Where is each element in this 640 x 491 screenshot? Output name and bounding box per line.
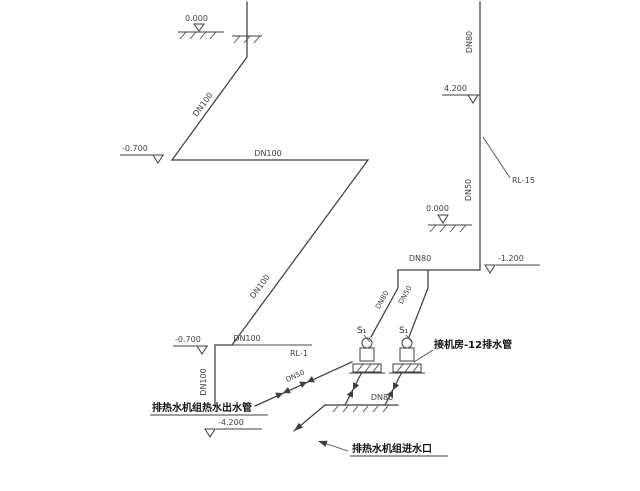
dn80-label-mid-header: DN80 <box>409 254 431 263</box>
gate-valve-icon <box>386 382 400 398</box>
pump1-tag-label: S₁ <box>357 326 367 336</box>
rl15-leader-line <box>482 136 511 179</box>
dn100-label-mid-horizontal: DN100 <box>254 149 281 158</box>
pump2-tag-label: S₁ <box>399 326 409 336</box>
ground-symbol-top-left <box>178 23 224 40</box>
text-labels: 0.000 DN100 -0.700 DN100 DN100 -0.700 DN… <box>122 14 535 455</box>
outlet-pipe-label: 排热水机组热水出水管 <box>152 401 252 414</box>
gate-valve-icon <box>346 382 360 398</box>
pump-motor-icon <box>361 337 373 349</box>
elevation-triangle-icon <box>193 23 205 32</box>
elev-marker-right-high <box>442 94 480 104</box>
drain-pipe-label: 接机房-12排水管 <box>434 338 512 351</box>
pipe-pump2-suction <box>384 373 402 406</box>
gate-valve-icon <box>275 386 291 400</box>
elev-marker-bottom-left <box>150 414 268 438</box>
pump-base <box>352 363 382 373</box>
ground-symbol-right <box>428 214 472 233</box>
pump2-tag-leader <box>405 334 413 343</box>
pipe-pump1-suction <box>344 373 362 406</box>
dn80-label-right-riser: DN80 <box>465 31 474 53</box>
rl15-label: RL-15 <box>512 176 535 185</box>
elevation-triangle-icon <box>467 94 479 104</box>
elev-label-right-low: -1.200 <box>498 254 524 263</box>
dn80-label-suction-header: DN80 <box>371 393 393 402</box>
elevation-triangle-icon <box>437 214 449 224</box>
elevation-triangle-icon <box>152 154 164 164</box>
rl1-label: RL-1 <box>290 349 308 358</box>
elev-label-mid-left: -0.700 <box>122 144 148 153</box>
pump-1 <box>349 337 385 374</box>
elev-marker-low-left <box>173 345 208 355</box>
elevation-triangle-icon <box>484 264 496 274</box>
dn100-label-riser: DN100 <box>199 368 208 395</box>
ground-symbol-top-left-right <box>232 35 262 44</box>
elev-label-bottom: -4.200 <box>218 418 244 427</box>
pipe-network <box>170 1 481 432</box>
elev-label-right-zero: 0.000 <box>426 204 449 213</box>
elev-label-right-high: 4.200 <box>444 84 467 93</box>
elevation-triangle-icon <box>196 345 208 355</box>
pipe-pump1-discharge <box>370 269 399 338</box>
pipe-run-left-dn100 <box>170 1 370 407</box>
dn50-label-right-riser: DN50 <box>464 179 473 201</box>
dn50-label-branch: DN50 <box>285 369 306 384</box>
flow-arrow-icon <box>294 422 303 431</box>
pipe-run-right-riser <box>397 1 481 271</box>
dn100-label-low-horizontal: DN100 <box>233 334 260 343</box>
pump-body <box>399 347 415 362</box>
inlet-label: 排热水机组进水口 <box>352 442 432 455</box>
elev-label-top-left: 0.000 <box>185 14 208 23</box>
pipe-pump2-discharge <box>408 269 429 338</box>
dn50-label-pump-drop: DN50 <box>397 285 413 306</box>
pump1-tag-leader <box>363 334 371 343</box>
gate-valve-icon <box>299 375 315 389</box>
valve-symbols <box>275 375 400 400</box>
drain-label-leader <box>413 349 434 363</box>
leader-arrow-icon <box>318 440 328 447</box>
pump-2 <box>389 337 425 374</box>
elevation-triangle-icon <box>204 428 216 438</box>
pump-motor-icon <box>401 337 413 349</box>
header-ground-hatch <box>332 405 389 413</box>
pump-body <box>359 347 375 362</box>
elev-label-low-left: -0.700 <box>175 335 201 344</box>
dn100-label-top-diagonal: DN100 <box>191 91 214 118</box>
elev-marker-right-low <box>484 264 540 274</box>
elev-marker-mid-left <box>120 154 164 164</box>
pump-base <box>392 363 422 373</box>
